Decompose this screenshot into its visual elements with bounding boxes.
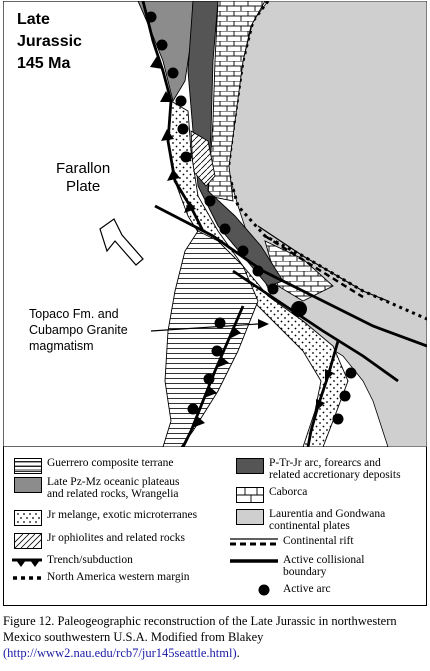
trench-subduction-line-south (181, 305, 245, 447)
rift-symbol-icon (230, 538, 278, 546)
continental-rift-line (257, 225, 389, 302)
legend-label-rift: Continental rift (283, 535, 354, 547)
legend-label-trench: Trench/subduction (47, 554, 133, 566)
caption-end: . (236, 646, 240, 660)
map-title: Late Jurassic 145 Ma (17, 11, 86, 72)
caborca-swatch (236, 487, 264, 503)
topaco-locality-marker (291, 301, 307, 317)
legend-item-trench: Trench/subduction (12, 554, 133, 568)
topaco-annotation: Topaco Fm. and Cubampo Granite magmatism (29, 307, 131, 353)
legend-item-na-margin: North America western margin (12, 571, 190, 585)
legend-label-collisional: Active collisional boundary (283, 554, 365, 578)
laurentia-swatch (236, 509, 264, 525)
arc-swatch (236, 458, 264, 474)
trench-subduction-line (141, 1, 205, 232)
na-margin-symbol-icon (13, 576, 42, 580)
legend-item-active-arc: Active arc (230, 583, 331, 597)
figure-caption: Figure 12. Paleogeographic reconstructio… (3, 613, 427, 661)
active-arc-symbol-icon (258, 584, 270, 596)
legend-label-laurentia: Laurentia and Gondwana continental plate… (269, 508, 386, 532)
legend-item-wrangelia: Late Pz-Mz oceanic plateaus and related … (14, 476, 180, 500)
guerrero-swatch (14, 458, 42, 474)
collisional-symbol-icon (230, 559, 278, 563)
legend-item-laurentia: Laurentia and Gondwana continental plate… (236, 508, 385, 532)
legend-item-arc: P-Tr-Jr arc, forearcs and related accret… (236, 457, 401, 481)
paleogeographic-map: Late Jurassic 145 Ma Farallon Plate Topa… (3, 1, 427, 447)
trench-symbol-icon (12, 558, 42, 567)
caption-url-link[interactable]: (http://www2.nau.edu/rcb7/jur145seattle.… (3, 646, 237, 660)
legend-label-wrangelia: Late Pz-Mz oceanic plateaus and related … (47, 476, 180, 500)
melange-swatch (14, 510, 42, 526)
trench-subduction-line-east (306, 340, 340, 447)
legend-item-ophiolites: Jr ophiolites and related rocks (14, 532, 185, 549)
guerrero-terrane (162, 230, 259, 447)
legend-label-na-margin: North America western margin (47, 571, 190, 583)
legend-label-caborca: Caborca (269, 486, 308, 498)
legend-item-caborca: Caborca (236, 486, 307, 503)
annotation-pointer (150, 323, 259, 332)
legend-label-active-arc: Active arc (283, 583, 331, 595)
legend-item-rift: Continental rift (230, 535, 354, 549)
collisional-boundary-line (154, 204, 427, 348)
legend-label-melange: Jr melange, exotic microterranes (47, 509, 198, 521)
caption-text: Figure 12. Paleogeographic reconstructio… (3, 614, 397, 644)
legend-label-ophiolites: Jr ophiolites and related rocks (47, 532, 185, 544)
caborca-region (207, 1, 266, 202)
plate-motion-arrow (99, 218, 144, 266)
legend-item-guerrero: Guerrero composite terrane (14, 457, 173, 474)
legend-label-arc: P-Tr-Jr arc, forearcs and related accret… (269, 457, 401, 481)
legend-item-melange: Jr melange, exotic microterranes (14, 509, 197, 526)
legend-label-guerrero: Guerrero composite terrane (47, 457, 174, 469)
wrangelia-swatch (14, 477, 42, 493)
legend-item-collisional: Active collisional boundary (230, 554, 364, 578)
farallon-plate-label: Farallon Plate (56, 160, 114, 195)
collisional-boundary-line-2 (232, 269, 399, 383)
map-legend: Guerrero composite terrane Late Pz-Mz oc… (3, 447, 427, 606)
ophiolite-swatch (14, 533, 42, 549)
